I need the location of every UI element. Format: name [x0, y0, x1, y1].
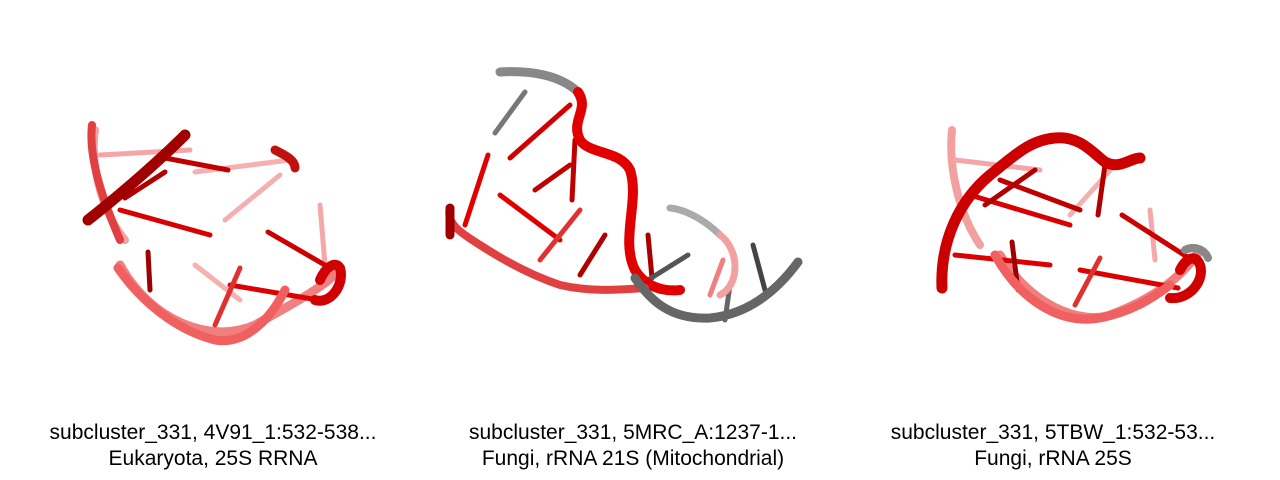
structure-panel-3: subcluster_331, 5TBW_1:532-53... Fungi, …	[840, 0, 1266, 480]
caption-subtitle: Fungi, rRNA 21S (Mitochondrial)	[481, 447, 785, 470]
rna-structure-image-1	[82, 121, 346, 346]
caption-title: subcluster_331, 5MRC_A:1237-1...	[468, 421, 797, 444]
caption-subtitle: Fungi, rRNA 25S	[974, 447, 1132, 470]
structure-caption: subcluster_331, 5MRC_A:1237-1... Fungi, …	[420, 420, 846, 472]
structure-caption: subcluster_331, 5TBW_1:532-53... Fungi, …	[840, 420, 1266, 472]
caption-title: subcluster_331, 5TBW_1:532-53...	[890, 421, 1216, 444]
caption-subtitle: Eukaryota, 25S RRNA	[108, 447, 318, 470]
structure-caption: subcluster_331, 4V91_1:532-538... Eukary…	[0, 420, 426, 472]
structure-panel-1: subcluster_331, 4V91_1:532-538... Eukary…	[0, 0, 426, 480]
rna-structure-image-2	[445, 67, 803, 323]
caption-title: subcluster_331, 4V91_1:532-538...	[49, 421, 377, 444]
structure-panel-2: subcluster_331, 5MRC_A:1237-1... Fungi, …	[420, 0, 846, 480]
rna-structure-image-3	[936, 126, 1212, 324]
